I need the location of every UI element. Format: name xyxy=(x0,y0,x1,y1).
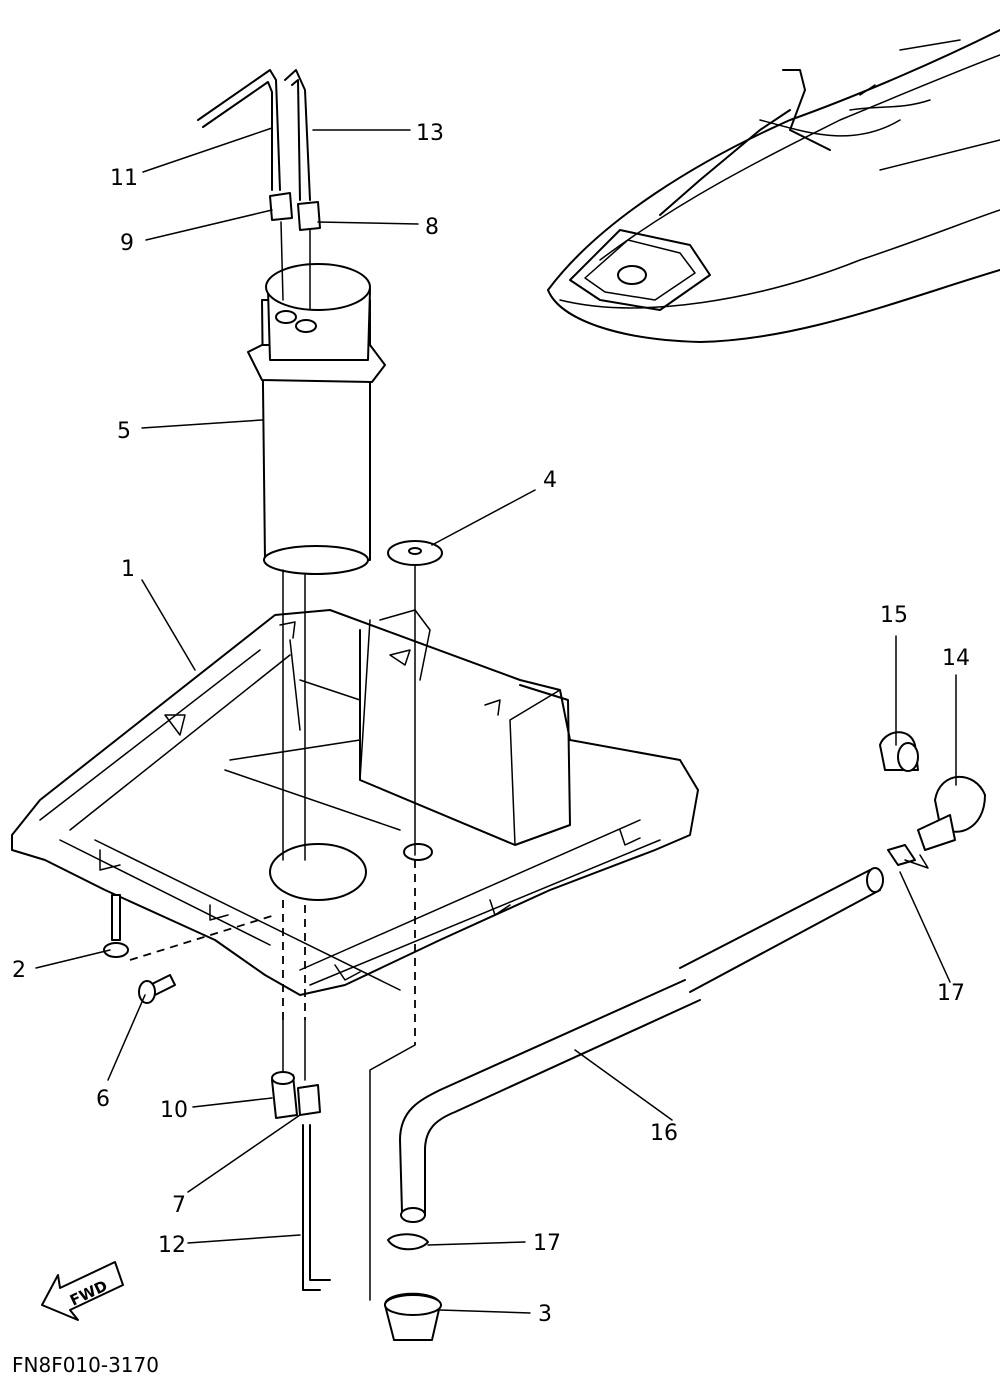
callout-8: 8 xyxy=(425,215,439,240)
callout-15: 15 xyxy=(880,603,908,628)
guides xyxy=(129,540,443,1301)
callout-11: 11 xyxy=(110,166,138,191)
leader-lines xyxy=(35,127,957,1314)
callout-7: 7 xyxy=(172,1193,186,1218)
callout-2: 2 xyxy=(12,958,26,983)
callout-13: 13 xyxy=(416,121,444,146)
callout-3: 3 xyxy=(538,1302,552,1327)
callout-17-lower: 17 xyxy=(533,1231,561,1256)
watercraft-inset xyxy=(547,29,1000,343)
callout-1: 1 xyxy=(121,557,135,582)
fwd-arrow-icon: FWD xyxy=(41,1261,124,1321)
callout-5: 5 xyxy=(117,419,131,444)
callout-6: 6 xyxy=(96,1087,110,1112)
callout-4: 4 xyxy=(543,468,557,493)
tray-part xyxy=(11,609,699,996)
diagram-code: FN8F010-3170 xyxy=(12,1353,159,1377)
callout-9: 9 xyxy=(120,231,134,256)
callouts: 11 13 9 8 5 4 1 2 6 10 7 12 15 14 17 16 … xyxy=(12,121,970,1327)
callout-10: 10 xyxy=(160,1098,188,1123)
vent-hose-parts xyxy=(384,731,986,1341)
reservoir-part xyxy=(247,263,386,575)
callout-17-upper: 17 xyxy=(937,981,965,1006)
top-hoses xyxy=(197,69,321,311)
callout-14: 14 xyxy=(942,646,970,671)
callout-12: 12 xyxy=(158,1233,186,1258)
callout-16: 16 xyxy=(650,1121,678,1146)
small-parts xyxy=(103,894,331,1291)
